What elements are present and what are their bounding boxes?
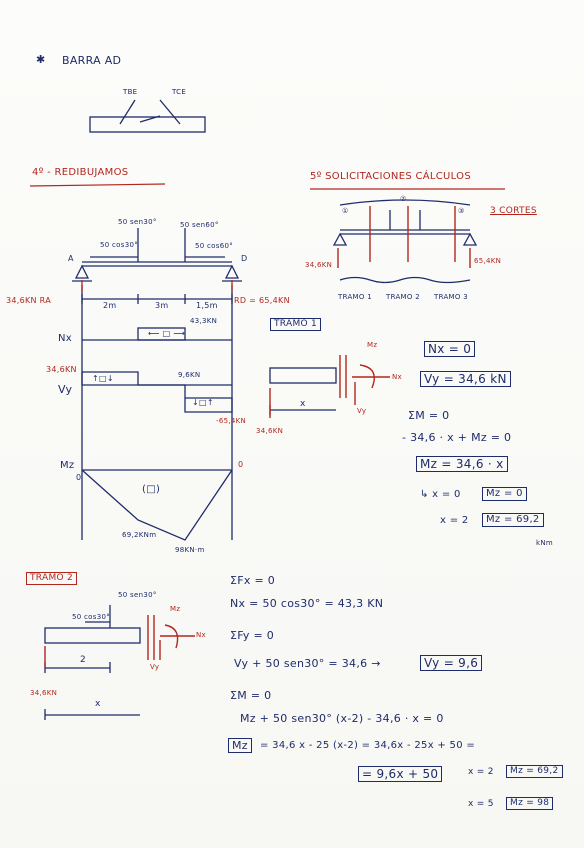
tce-label: TCE	[172, 88, 187, 96]
tbe-label: TBE	[123, 88, 138, 96]
nx-value-label: 43,3KN	[190, 317, 218, 325]
cortes-label: 3 CORTES	[490, 206, 537, 216]
force-label-50sen60: 50 sen60°	[180, 221, 219, 229]
tramo2-eq4-pre: x = 2	[468, 767, 494, 777]
tramo2-fbd	[44, 605, 141, 720]
bullet-star: ✱	[36, 53, 46, 66]
barra-ad-sketch	[89, 99, 206, 133]
vy-sign-icon-right: ↓□↑	[192, 398, 214, 407]
tramo1-eq3-val: Mz = 0	[482, 487, 527, 501]
tramo2-force-cos: 50 cos30°	[72, 613, 111, 621]
span-2-label: 3m	[155, 301, 169, 310]
mz-left-zero: 0	[76, 473, 82, 482]
tramo2-vy-eq-pre: Vy + 50 sen30° = 34,6 →	[234, 657, 381, 670]
tramo1-eq3-pre: ↳ x = 0	[420, 489, 461, 500]
mz-value-2: 98KN·m	[175, 546, 205, 554]
tramo1-unit: kNm	[536, 539, 554, 547]
tramo1-eq4-val: Mz = 69,2	[482, 513, 544, 527]
tramo1-nx-eq: Nx = 0	[424, 341, 476, 357]
tramo1-eq4-pre: x = 2	[440, 515, 469, 526]
tramo2-span: 2	[80, 655, 87, 665]
section-4-title: 4º - REDIBUJAMOS	[32, 167, 129, 178]
tramo1-force-label: 34,6KN	[256, 427, 284, 435]
vy-axis-label: Vy	[58, 383, 73, 396]
span-3-label: 1,5m	[196, 301, 218, 310]
tramo2-eq1: Mz + 50 sen30° (x-2) - 34,6 · x = 0	[240, 712, 444, 725]
tramo1-eq1: - 34,6 · x + Mz = 0	[402, 431, 512, 444]
force-label-50sen30: 50 sen30°	[118, 218, 157, 226]
tramo2-efx: ΣFx = 0	[230, 574, 276, 587]
tramo1-mz-tag: Mz	[367, 341, 378, 349]
tramo2-force-sen: 50 sen30°	[118, 591, 157, 599]
tramo1-vy-eq: Vy = 34,6 kN	[420, 371, 511, 387]
reaction-right-label: RD = 65,4KN	[234, 296, 290, 305]
tramo2-support-force: 34,6KN	[30, 689, 58, 697]
mz-right-zero: 0	[238, 460, 244, 469]
tramo1-nx-tag: Nx	[392, 373, 402, 381]
vy-left-label: 34,6KN	[46, 365, 77, 374]
cut-marker-3: ③	[458, 207, 465, 215]
reaction-arrows	[81, 280, 233, 292]
nx-axis-label: Nx	[58, 333, 72, 344]
vy-sign-icon-left: ↑□↓	[92, 374, 114, 383]
cut-lines	[337, 206, 471, 268]
tramo2-eq4-val: Mz = 69,2	[506, 765, 563, 778]
tramo1-em: ΣM = 0	[408, 409, 450, 422]
tramo2-eq5-pre: x = 5	[468, 799, 494, 809]
barra-title: BARRA AD	[62, 54, 122, 67]
span-1-label: 2m	[103, 301, 117, 310]
section-5-title: 5º SOLICITACIONES CÁLCULOS	[310, 171, 471, 182]
nx-box-arrow-icon: ⟵ □ ⟶	[148, 329, 186, 338]
reaction-left-label: 34,6KN RA	[6, 296, 51, 305]
vy-right-label: -65,4KN	[216, 417, 247, 425]
tramo2-em: ΣM = 0	[230, 689, 272, 702]
tramo2-forces	[44, 615, 195, 668]
tramo2-eq2: = 34,6 x - 25 (x-2) = 34,6x - 25x + 50 =	[260, 740, 476, 751]
solicitaciones-beam	[332, 199, 478, 284]
tramo2-nx-eq: Nx = 50 cos30° = 43,3 KN	[230, 597, 384, 610]
tramo2-vy-eq-val: Vy = 9,6	[420, 655, 483, 671]
right-force-label: 65,4KN	[474, 257, 502, 265]
tramo1-x-label: x	[300, 399, 306, 409]
force-label-50cos60: 50 cos60°	[195, 242, 234, 250]
mz-sign-icon: (□)	[142, 484, 161, 495]
tramo2-nx-tag: Nx	[196, 631, 206, 639]
tramo1-vy-tag: Vy	[357, 407, 367, 415]
tramo2-x-label: x	[95, 699, 101, 709]
tramo2-mz-tag: Mz	[170, 605, 181, 613]
tramo2-eq3: = 9,6x + 50	[358, 766, 443, 782]
cut-marker-1: ①	[342, 207, 349, 215]
mz-value-1: 69,2KNm	[122, 531, 157, 539]
tramo1-eq2: Mz = 34,6 · x	[416, 456, 508, 472]
force-label-50cos30: 50 cos30°	[100, 241, 139, 249]
tramo1-title: TRAMO 1	[270, 318, 322, 331]
cut-marker-2: ②	[400, 195, 407, 203]
mz-axis-label: Mz	[60, 460, 75, 471]
vy-mid-label: 9,6KN	[178, 371, 201, 379]
point-a-label: A	[68, 254, 74, 263]
tramo-label-2: TRAMO 2	[386, 293, 420, 301]
tramo1-forces	[269, 355, 390, 418]
left-force-label: 34,6KN	[305, 261, 333, 269]
tramo2-eq5-val: Mz = 98	[506, 797, 554, 810]
tramo2-vy-tag: Vy	[150, 663, 160, 671]
tramo-label-3: TRAMO 3	[434, 293, 468, 301]
point-d-label: D	[241, 254, 248, 263]
tramo2-title: TRAMO 2	[26, 572, 78, 585]
main-beam	[72, 228, 242, 541]
tramo-label-1: TRAMO 1	[338, 293, 372, 301]
tramo2-efy: ΣFy = 0	[230, 629, 275, 642]
tramo2-eq2-box: Mz	[228, 738, 252, 753]
